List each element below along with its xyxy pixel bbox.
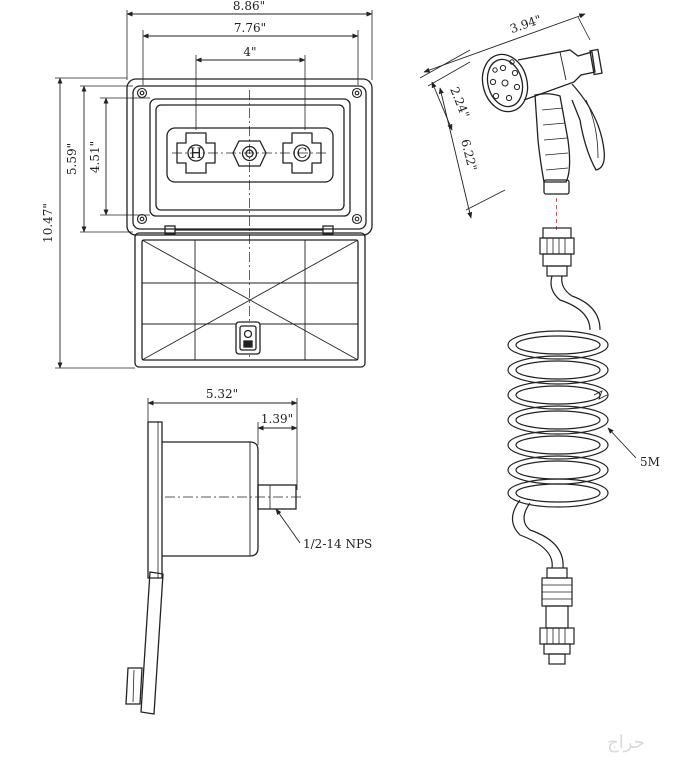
dim-nozzle-length: 3.94" bbox=[508, 12, 543, 36]
hot-valve-label: H bbox=[190, 146, 202, 162]
dim-frame-height: 5.59" bbox=[65, 143, 79, 175]
dim-inner-height: 4.51" bbox=[88, 141, 102, 173]
front-dimension-labels: 8.86" 7.76" 4" 10.47" 5.59" 4.51" H C bbox=[41, 0, 307, 243]
dim-valve-spacing: 4" bbox=[243, 45, 256, 59]
dim-stub-length: 1.39" bbox=[261, 412, 293, 426]
dim-overall-width: 8.86" bbox=[233, 0, 265, 13]
dim-inner-width: 7.76" bbox=[234, 21, 266, 35]
cold-valve-label: C bbox=[297, 146, 308, 162]
hose-length-callout: 5M bbox=[640, 455, 660, 469]
dim-nozzle-height: 6.22" bbox=[458, 138, 479, 173]
watermark: حراج bbox=[607, 732, 645, 753]
side-dimension-labels: 5.32" 1.39" 1/2-14 NPS bbox=[206, 387, 372, 551]
thread-callout: 1/2-14 NPS bbox=[303, 537, 372, 551]
nozzle-dimension-labels: 3.94" 2.24" 6.22" bbox=[447, 12, 543, 172]
dim-overall-height: 10.47" bbox=[41, 203, 55, 243]
dim-nozzle-head: 2.24" bbox=[447, 85, 472, 120]
dim-side-depth: 5.32" bbox=[206, 387, 238, 401]
spray-nozzle bbox=[419, 13, 605, 230]
front-view bbox=[55, 10, 373, 369]
coiled-hose bbox=[507, 227, 637, 665]
side-view bbox=[125, 398, 302, 715]
